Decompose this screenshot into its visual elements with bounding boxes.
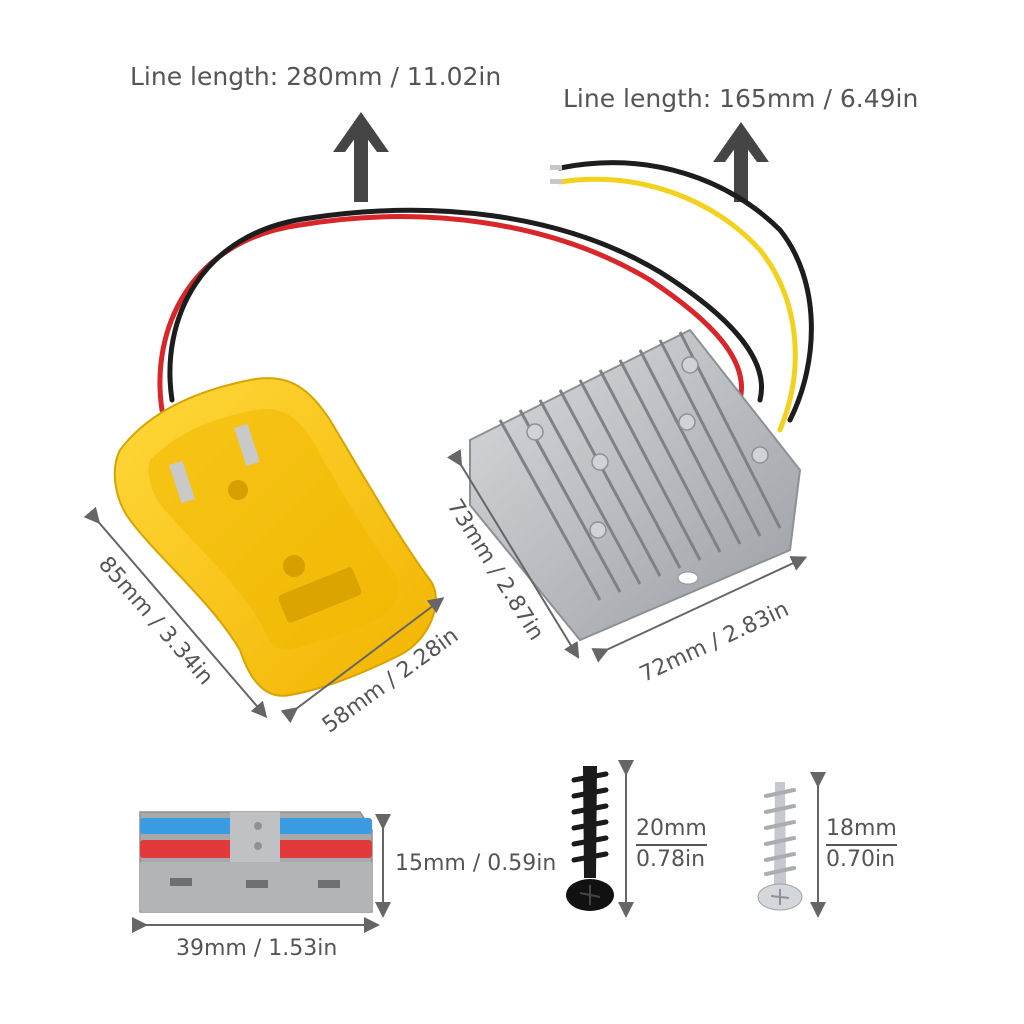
arrow-up-icon-long-wire: [333, 112, 389, 202]
silver-screw-size-label: 18mm 0.70in: [826, 815, 897, 874]
connector-width-label: 39mm / 1.53in: [176, 936, 338, 961]
silver-screw-mm: 18mm: [826, 815, 897, 846]
short-wire-pair: [550, 160, 814, 433]
black-screw: [566, 766, 614, 911]
black-screw-mm: 20mm: [636, 815, 707, 846]
connector-height-label: 15mm / 0.59in: [395, 851, 557, 876]
black-screw-in: 0.78in: [636, 847, 706, 872]
black-screw-size-label: 20mm 0.78in: [636, 815, 707, 874]
silver-screw-in: 0.70in: [826, 847, 896, 872]
long-wire-length-label: Line length: 280mm / 11.02in: [130, 62, 502, 91]
long-wire-pair: [157, 207, 764, 413]
lever-wire-connector: [139, 811, 373, 913]
short-wire-length-label: Line length: 165mm / 6.49in: [563, 84, 919, 113]
dimension-lines: [83, 449, 826, 933]
silver-screw: [757, 782, 803, 911]
arrow-up-icon-short-wire: [713, 122, 769, 202]
